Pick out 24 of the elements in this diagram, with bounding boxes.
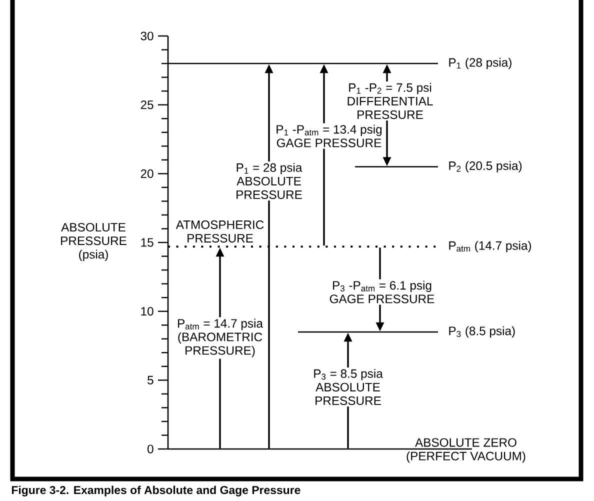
tick-label: 0 [148,444,154,454]
edge-label: P$_{atm}$ = 14.7 psia (BAROMETRIC PRESSURE) [176,317,264,359]
edge-label: P$_{3}$ = 8.5 psia ABSOLUTE PRESSURE [312,367,384,406]
level-line [168,246,438,248]
level-line [168,448,472,450]
level-label: P$_{atm}$ (14.7 psia) [449,240,532,252]
tick-label: 30 [140,32,154,40]
level-label: P$_{3}$ (8.5 psia) [449,326,515,338]
edge-label: P$_{3}$ -P$_{atm}$ = 6.1 psig GAGE PRESSURE [328,279,436,305]
edge-label: P$_{1}$ -P$_{2}$ = 7.5 psi DIFFERENTIAL PRESSURE [345,81,435,120]
level-label: P$_{1}$ (28 psia) [449,58,512,70]
caption: Figure 3-2. Examples of Absolute and Gage Pressure [12,486,300,496]
level-line [355,166,438,168]
edge-label: P$_{1}$ -P$_{atm}$ = 13.4 psig GAGE PRESSURE [274,123,384,149]
level-label: ABSOLUTE ZERO (PERFECT VACUUM) [406,438,526,463]
level-label: ATMOSPHERIC PRESSURE [176,220,264,243]
tick-label: 25 [140,100,154,110]
edge-label: P$_{1}$ = 28 psia ABSOLUTE PRESSURE [234,161,304,200]
level-label: P$_{2}$ (20.5 psia) [449,161,522,172]
tick-label: 20 [140,169,154,178]
tick-label: 5 [148,376,154,384]
axis-title: ABSOLUTE PRESSURE (psia) [61,222,126,262]
tick-label: 10 [141,307,154,316]
tick-label: 15 [141,238,154,247]
